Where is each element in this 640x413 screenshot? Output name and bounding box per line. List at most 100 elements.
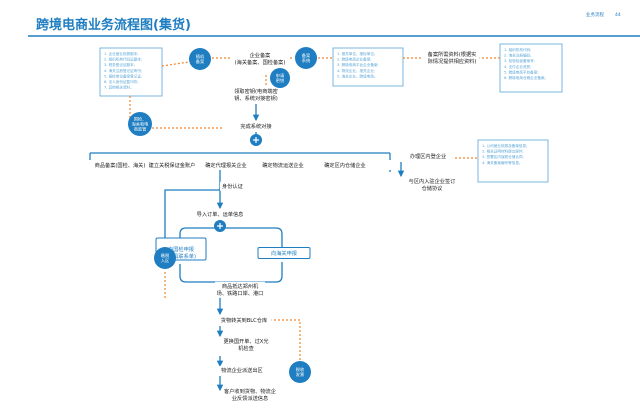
badge-label-line: 申请 xyxy=(276,72,284,79)
step-wh: 办理区内登企业 xyxy=(408,151,448,161)
note-line: 1. 公司营业执照及备案信息; xyxy=(482,143,527,148)
note-line: 7. 其他相关资料。 xyxy=(104,85,134,90)
step-label-line: 客户收到货物、物流企 xyxy=(224,387,277,395)
badge-label-line: 发票 xyxy=(296,371,304,378)
note-line: 2. 组织机构代码证副本; xyxy=(104,57,142,62)
step-import: 导入订单、运单信息 xyxy=(195,209,245,219)
note-line: 6. 法人身份证复印件; xyxy=(104,79,139,84)
line-decl-right-arrive xyxy=(220,262,283,283)
step-label-line: 确定代理报关企业 xyxy=(205,161,247,169)
note-line: 1. 组织机构代码; xyxy=(504,47,531,52)
note-line: 3. 跨境电商平台企业备案; xyxy=(337,62,379,67)
step-label-line: 向海关申报 xyxy=(271,249,297,257)
line-hub-decl-right xyxy=(220,227,283,250)
badge-label-line: 系统 xyxy=(302,57,310,64)
step-label-line: 办理区内登企业 xyxy=(410,152,446,160)
step-label-line: 向国检申报 xyxy=(168,245,194,253)
note-box-1 xyxy=(99,47,163,97)
step-logi: 确定物流运送企业 xyxy=(260,160,306,170)
note-box-1-text: 1. 企业营业执照副本;2. 组织机构代码证副本;3. 税务登记证副本;4. 海… xyxy=(104,51,142,90)
connector-note1-badge xyxy=(161,61,190,67)
step-dock: 完成系统对接 xyxy=(238,121,274,131)
note-box-2-text: 1. 报关单位、报检单位;2. 跨境电商企业备案;3. 跨境电商平台企业备案;4… xyxy=(337,51,379,78)
note-line: 4. 海关注册登记证明书; xyxy=(104,68,142,73)
line-decl-left-arrive xyxy=(179,264,220,283)
step-ship: 物流企业派送出区 xyxy=(219,365,265,375)
section-label: 业务流程 xyxy=(586,11,604,18)
note-line: 2. 相关证明材料提交原件; xyxy=(482,149,524,154)
note-line: 1. 报关单位、报检单位; xyxy=(337,51,375,56)
note-line: 4. 物流企业、报关企业; xyxy=(337,68,375,73)
step-label-line: 与区内入驻企业签订 xyxy=(409,177,456,185)
badge-label-line: 随机 xyxy=(196,53,205,60)
step-label-line: 钥、系统对接密钥) xyxy=(234,94,278,102)
badge-label-line: 税收 xyxy=(296,366,305,373)
step-label-line: 物流企业派送出区 xyxy=(221,366,263,374)
step-transfer: 货物转关到BLC仓库 xyxy=(216,315,272,325)
page-number: 44 xyxy=(615,12,621,18)
note-line: 6. 跨境电商仓储企业备案。 xyxy=(504,75,548,80)
page-title: 跨境电商业务流程图(集货) xyxy=(36,17,191,33)
step-label-line: (海关备案、国检备案) xyxy=(235,58,286,66)
step-label-line: 建立关税保证金账户 xyxy=(149,161,196,169)
badge-label-line: 备案 xyxy=(302,52,311,59)
badge-label-line: 海关和电 xyxy=(132,121,150,128)
orange-connectors xyxy=(129,57,500,370)
badge-label-line: 商监管 xyxy=(134,126,147,133)
note-line: 2. 跨境电商企业备案; xyxy=(337,57,372,62)
step-prod: 商品备案(国检、海关) xyxy=(89,160,151,170)
step-label-line: 企业备案 xyxy=(250,51,272,59)
step-reg: 企业备案(海关备案、国检备案) xyxy=(229,50,291,67)
note-line: 5. 海关企业、跨境电商。 xyxy=(337,73,378,78)
step-label-line: 导入订单、运单信息 xyxy=(197,210,244,218)
note-line: 3. 签署区内保税仓储合同; xyxy=(482,154,524,159)
step-label-line: 确定区内仓储企业 xyxy=(324,161,366,169)
step-zone: 确定区内仓储企业 xyxy=(322,160,368,170)
note-box-3 xyxy=(499,43,563,93)
header-bar xyxy=(0,0,640,38)
note-line: 4. 海关备案编号等信息。 xyxy=(482,160,523,165)
note-line: 4. 支付企业资质; xyxy=(504,64,531,69)
note-box-4 xyxy=(477,139,549,183)
step-label-line: 备案所需资料(根据实 xyxy=(428,50,477,58)
note-line: 3. 税务登记证副本; xyxy=(104,62,135,67)
line-auth-left xyxy=(164,178,221,240)
hub-plus-icon-2 xyxy=(214,220,226,232)
step-label-line: 机检查 xyxy=(238,344,254,352)
step-label-line: 更换国开单、过X光 xyxy=(223,337,268,345)
note-line: 3. 检验检疫备案号; xyxy=(504,58,535,63)
note-line: 5. 报检单位备案登记证; xyxy=(104,73,142,78)
step-label-line: (开具联系单) xyxy=(166,252,196,260)
note-line: 5. 跨境电商平台备案; xyxy=(504,69,539,74)
step-label-line: 业反馈派送信息 xyxy=(232,394,268,402)
step-label-line: 场、铁路口岸、港口 xyxy=(217,289,264,297)
badge-label-line: 国检、 xyxy=(134,116,147,123)
step-label-line: 完成系统对接 xyxy=(240,122,271,130)
step-label-line: 货物转关到BLC仓库 xyxy=(221,316,267,324)
hub-plus-icon xyxy=(250,134,262,146)
note-box-3-text: 1. 组织机构代码;2. 海关注册编码;3. 检验检疫备案号;4. 支付企业资质… xyxy=(504,47,548,80)
badge-label-line: 备案 xyxy=(196,58,205,65)
step-agent: 确定代理报关企业 xyxy=(203,160,249,170)
badge-label-line: 密钥 xyxy=(276,77,284,84)
note-line: 2. 海关注册编码; xyxy=(504,53,531,58)
badge-label-line: 入区 xyxy=(161,258,169,263)
step-label-line: 确定物流运送企业 xyxy=(262,161,304,169)
note-box-4-text: 1. 公司营业执照及备案信息;2. 相关证明材料提交原件;3. 签署区内保税仓储… xyxy=(482,143,527,165)
